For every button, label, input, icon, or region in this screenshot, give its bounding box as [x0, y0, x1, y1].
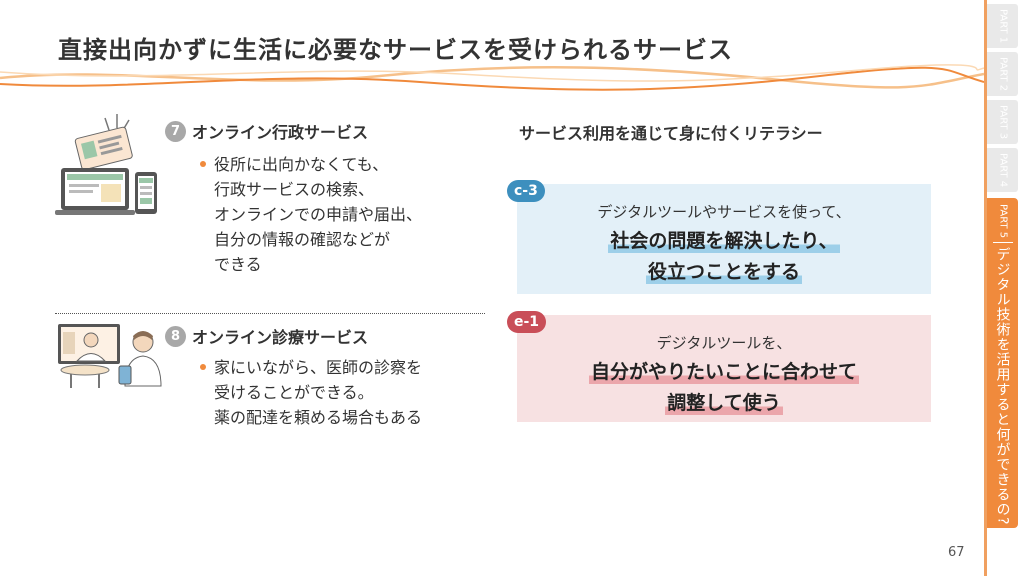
bullet-dot-icon: [200, 364, 206, 370]
bullet-dot-icon: [200, 161, 206, 167]
page-title: 直接出向かずに生活に必要なサービスを受けられるサービス: [58, 36, 733, 64]
number-badge: 8: [165, 325, 186, 347]
tab-part-1[interactable]: PART 1: [987, 4, 1018, 48]
online-government-illustration: [55, 114, 157, 215]
decorative-waves: [0, 64, 984, 91]
page-number: 67: [948, 545, 965, 560]
service-description-8: 家にいながら、医師の診察を 受けることができる。 薬の配達を頼める場合もある: [200, 355, 422, 430]
service-description-7: 役所に出向かなくても、 行政サービスの検索、 オンラインでの申請や届出、 自分の…: [200, 152, 422, 277]
literacy-box-c3: デジタルツールやサービスを使って、 社会の問題を解決したり、 役立つことをする: [517, 184, 931, 294]
tab-part-3[interactable]: PART 3: [987, 100, 1018, 144]
literacy-tag-c3: c-3: [507, 180, 545, 202]
tab-separator: [992, 242, 1013, 244]
service-title: オンライン診療サービス: [192, 328, 369, 347]
side-rule: [984, 0, 987, 576]
tab-part-5-active[interactable]: PART 5 デジタル技術を活用すると何ができるの?: [987, 198, 1018, 528]
literacy-heading: サービス利用を通じて身に付くリテラシー: [519, 124, 823, 143]
service-heading-8: 8 オンライン診療サービス: [165, 324, 368, 348]
service-title: オンライン行政サービス: [192, 123, 369, 142]
literacy-tag-e1: e-1: [507, 311, 547, 333]
literacy-box-e1: デジタルツールを、 自分がやりたいことに合わせて 調整して使う: [517, 315, 931, 422]
tab-part-4[interactable]: PART 4: [987, 148, 1018, 192]
section-divider: [55, 313, 485, 314]
online-medical-illustration: [58, 324, 162, 388]
service-heading-7: 7 オンライン行政サービス: [165, 119, 368, 143]
number-badge: 7: [165, 120, 186, 142]
tab-part-2[interactable]: PART 2: [987, 52, 1018, 96]
